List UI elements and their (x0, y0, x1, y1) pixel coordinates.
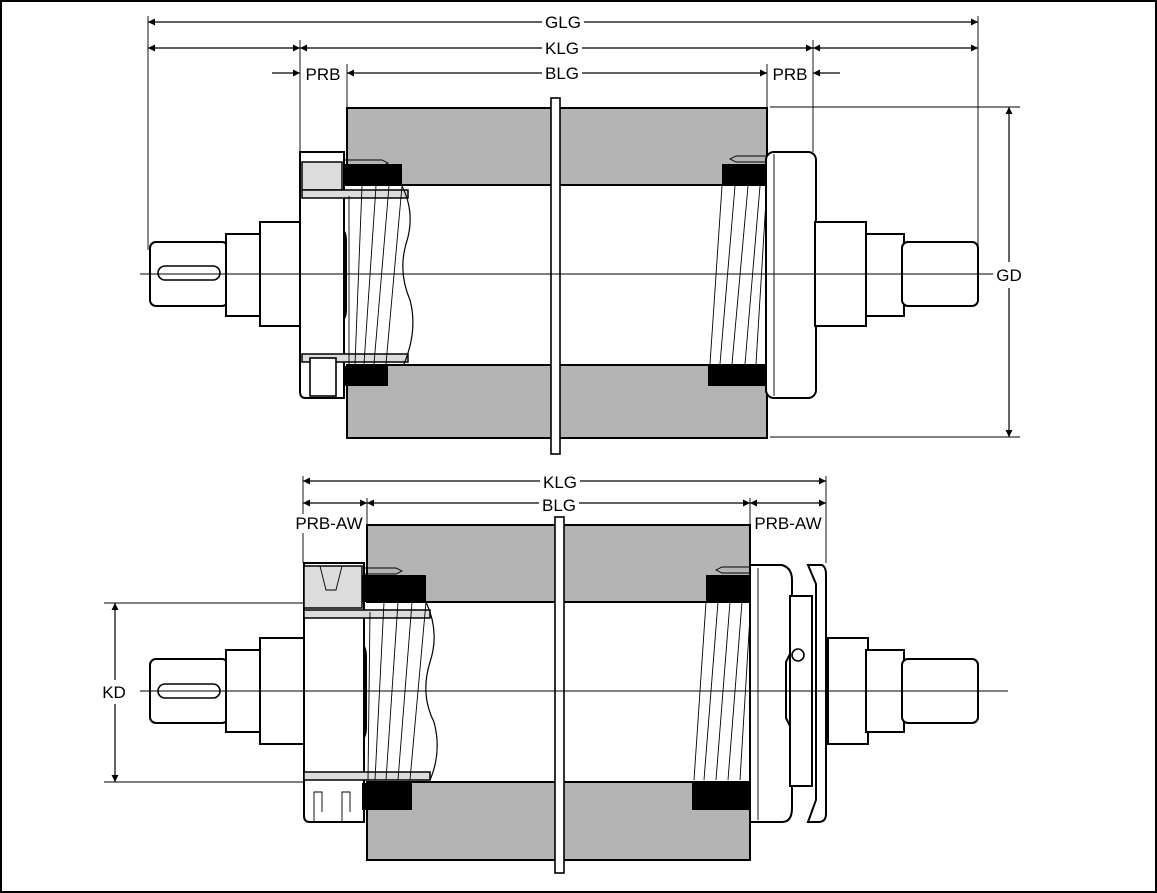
bottom-left-clip-lower (313, 791, 351, 822)
bottom-right-flange-inner (749, 564, 793, 823)
top-right-pin (728, 155, 766, 163)
bottom-left-clip-upper (319, 565, 343, 591)
top-left-shaft-step (225, 233, 263, 317)
label-blg-bottom: BLG (542, 496, 576, 515)
bottom-roller-assembly (140, 516, 1008, 874)
bottom-right-seal-upper (706, 575, 750, 602)
top-keyway-slot (157, 265, 221, 281)
bottom-center-cut (554, 516, 565, 874)
bottom-set-screw (791, 648, 805, 662)
label-backing (751, 514, 825, 533)
label-gd: GD (996, 266, 1022, 285)
top-left-seal-lower (344, 366, 388, 386)
label-backing (292, 514, 366, 533)
label-backing (541, 39, 583, 58)
label-backing (542, 13, 584, 32)
top-right-seal-lower (708, 366, 766, 386)
top-right-seal-upper (722, 164, 766, 186)
label-backing (541, 64, 583, 83)
bottom-left-ring-insert (303, 565, 363, 609)
label-blg-top: BLG (545, 64, 579, 83)
label-prb-left: PRB (306, 65, 341, 84)
label-backing (993, 266, 1025, 285)
bottom-left-seal-lower (362, 783, 412, 810)
bottom-right-flange-outer (806, 564, 827, 823)
bottom-left-ring-band (303, 609, 431, 619)
top-left-seal-upper (344, 164, 402, 186)
label-prb-aw-right: PRB-AW (754, 514, 821, 533)
bottom-left-pin (364, 567, 404, 575)
label-kd: KD (102, 683, 126, 702)
bottom-left-ring-band-lower (303, 771, 431, 781)
top-dimension-lines (148, 18, 1013, 437)
label-backing (302, 65, 344, 84)
bottom-right-pin (714, 566, 750, 574)
top-roller-assembly (140, 97, 996, 455)
label-klg-bottom: KLG (543, 473, 577, 492)
top-center-cut (550, 97, 561, 455)
label-klg-top: KLG (545, 39, 579, 58)
top-left-ring-band (301, 189, 409, 199)
top-right-shaft-step (865, 233, 905, 317)
label-backing (769, 65, 811, 84)
top-left-lower-insert (309, 357, 337, 397)
label-prb-aw-left: PRB-AW (295, 514, 362, 533)
bottom-left-seal-upper (362, 575, 426, 602)
top-right-flange (765, 151, 817, 399)
bottom-dimension-lines (111, 477, 826, 782)
bottom-right-seal-lower (692, 783, 750, 810)
label-backing (538, 496, 580, 515)
bottom-left-bearing-ring (303, 562, 365, 823)
top-left-bearing-ring (299, 151, 345, 399)
top-left-ring-insert (301, 161, 343, 191)
top-left-windings (348, 185, 414, 365)
label-prb-right: PRB (773, 65, 808, 84)
top-right-windings (709, 185, 767, 365)
label-backing (99, 683, 129, 702)
label-glg: GLG (545, 13, 581, 32)
label-backing (539, 473, 581, 492)
